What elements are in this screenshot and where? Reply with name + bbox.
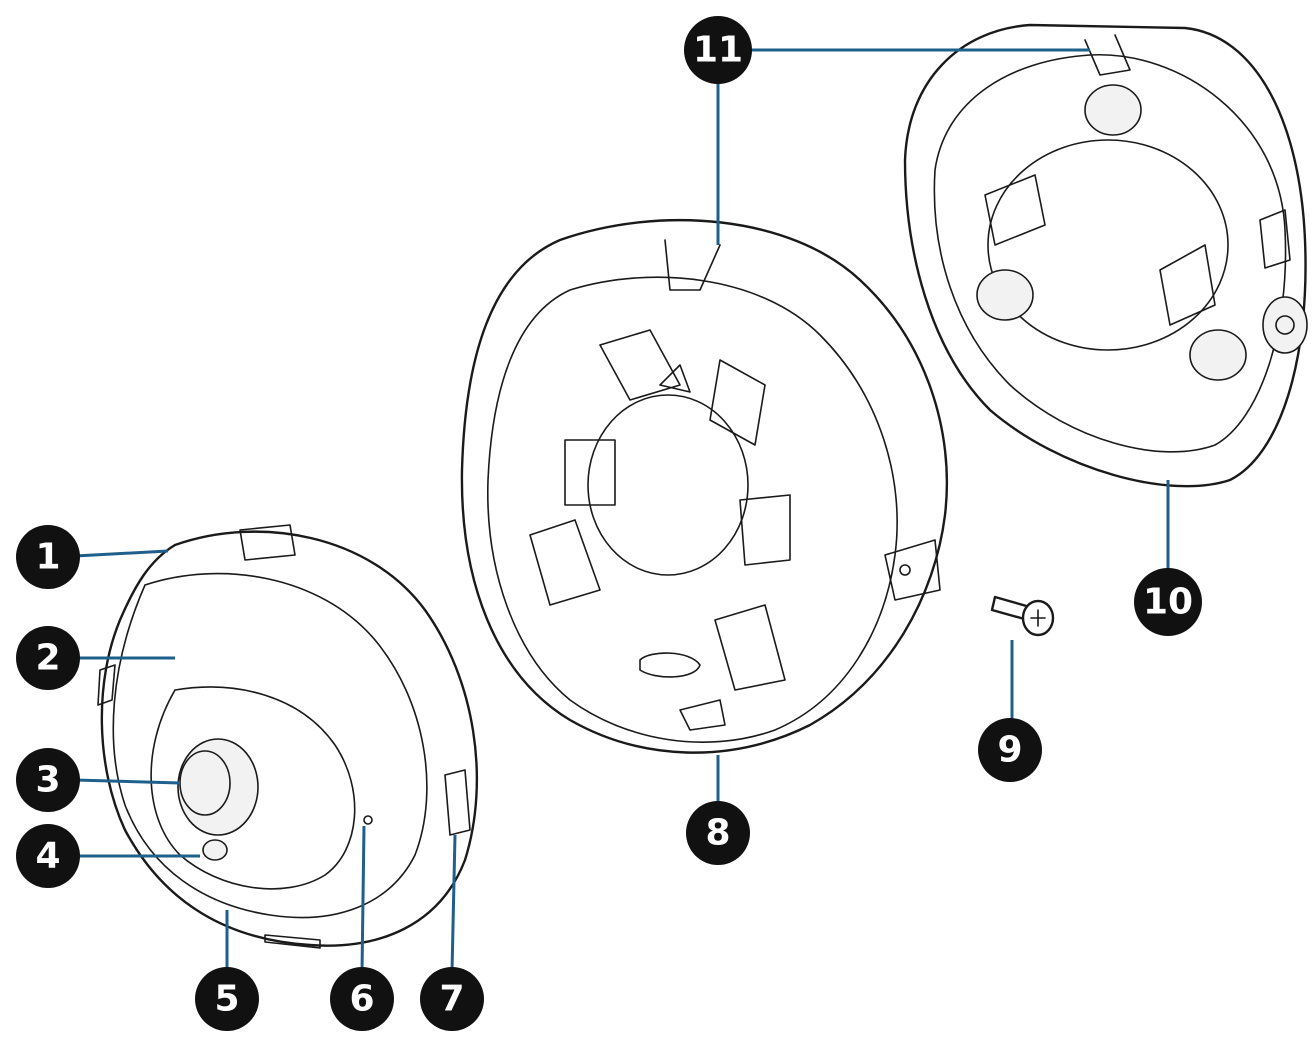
callout-5: 5 xyxy=(195,967,259,1031)
callout-10: 10 xyxy=(1134,568,1202,636)
callout-7-label: 7 xyxy=(439,979,464,1020)
callout-9-label: 9 xyxy=(997,730,1022,771)
camera-body xyxy=(97,524,479,949)
callout-9: 9 xyxy=(978,718,1042,782)
callout-2-label: 2 xyxy=(35,638,60,679)
leader-line-1 xyxy=(74,549,169,558)
callout-8: 8 xyxy=(686,801,750,865)
callout-4-label: 4 xyxy=(35,836,60,877)
leader-line-7 xyxy=(450,834,457,973)
callout-7: 7 xyxy=(420,967,484,1031)
callout-3: 3 xyxy=(16,748,80,812)
callout-2: 2 xyxy=(16,626,80,690)
callout-6: 6 xyxy=(330,967,394,1031)
callout-4: 4 xyxy=(16,824,80,888)
base-ring xyxy=(460,218,949,754)
callout-5-label: 5 xyxy=(214,979,239,1020)
callout-8-label: 8 xyxy=(705,813,730,854)
callout-6-label: 6 xyxy=(349,979,374,1020)
callout-11-label: 11 xyxy=(693,30,743,71)
leader-lines xyxy=(74,48,1170,973)
callout-10-label: 10 xyxy=(1143,582,1193,623)
callout-1: 1 xyxy=(16,525,80,589)
mounting-plate xyxy=(903,23,1308,488)
callout-11: 11 xyxy=(684,16,752,84)
leader-line-6 xyxy=(360,825,366,973)
callout-3-label: 3 xyxy=(35,760,60,801)
screw xyxy=(990,595,1055,637)
callout-1-label: 1 xyxy=(35,537,60,578)
leader-line-3 xyxy=(74,778,181,785)
